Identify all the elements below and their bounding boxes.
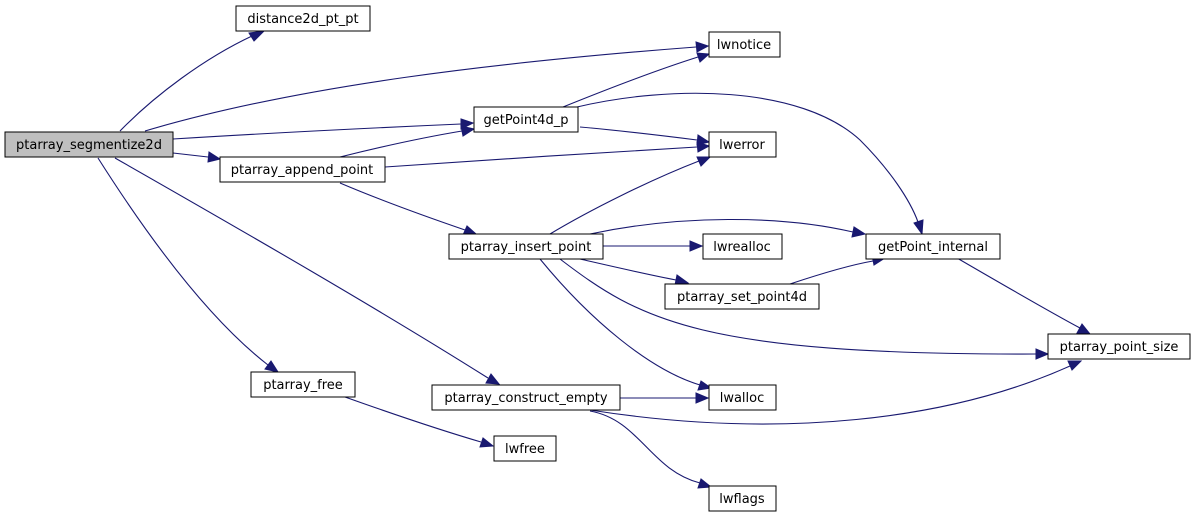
node-label: lwfree — [505, 442, 545, 457]
edge-insert-to-lwerror — [549, 156, 712, 235]
edge-segmentize2d-to-getpoint4d — [172, 118, 475, 140]
edge-getpoint4d-to-lwnotice — [562, 52, 711, 108]
edge-getpoint-internal-to-point-size — [956, 257, 1092, 335]
node-ptarray-free[interactable]: ptarray_free — [250, 371, 356, 398]
edge-insert-to-point-size — [559, 258, 1050, 360]
node-label: ptarray_construct_empty — [444, 391, 607, 406]
graph-edges — [97, 30, 1092, 489]
edge-append-to-insert — [339, 182, 478, 236]
node-ptarray-append-point[interactable]: ptarray_append_point — [219, 156, 386, 183]
node-label: ptarray_segmentize2d — [16, 138, 162, 153]
node-label: lwnotice — [717, 38, 771, 53]
edge-getpoint4d-to-lwerror — [579, 126, 711, 146]
edge-segmentize2d-to-free — [97, 157, 280, 373]
edge-append-to-getpoint4d — [339, 125, 476, 158]
node-lwnotice[interactable]: lwnotice — [708, 31, 781, 58]
edge-construct-to-lwflags — [589, 410, 713, 489]
node-getpoint-internal[interactable]: getPoint_internal — [865, 233, 1001, 260]
edge-getpoint4d-to-getpoint-internal — [576, 92, 924, 236]
node-lwerror[interactable]: lwerror — [708, 131, 777, 158]
node-ptarray-segmentize2d[interactable]: ptarray_segmentize2d — [4, 131, 174, 158]
node-getpoint4d-p[interactable]: getPoint4d_p — [473, 106, 579, 133]
edge-construct-to-lwalloc — [620, 392, 710, 404]
node-ptarray-point-size[interactable]: ptarray_point_size — [1047, 333, 1191, 360]
node-label: ptarray_set_point4d — [677, 290, 807, 305]
edge-append-to-lwerror — [384, 141, 711, 168]
node-distance2d-pt-pt[interactable]: distance2d_pt_pt — [235, 5, 371, 32]
graph-nodes: ptarray_segmentize2d distance2d_pt_pt lw… — [4, 5, 1191, 512]
node-lwrealloc[interactable]: lwrealloc — [702, 233, 783, 260]
node-label: lwalloc — [720, 391, 765, 406]
edge-free-to-lwfree — [344, 396, 495, 448]
node-label: getPoint_internal — [878, 240, 988, 255]
node-label: ptarray_free — [263, 378, 343, 393]
edge-insert-to-set-point4d — [579, 258, 690, 286]
node-ptarray-insert-point[interactable]: ptarray_insert_point — [448, 233, 604, 260]
edge-insert-to-lwalloc — [539, 258, 713, 391]
node-label: ptarray_insert_point — [461, 240, 592, 255]
edge-segmentize2d-to-lwnotice — [144, 41, 710, 132]
node-label: ptarray_point_size — [1060, 340, 1179, 355]
node-label: lwrealloc — [713, 240, 771, 255]
node-label: ptarray_append_point — [231, 163, 374, 178]
edge-construct-to-point-size — [589, 360, 1083, 425]
node-label: distance2d_pt_pt — [247, 12, 358, 27]
node-ptarray-set-point4d[interactable]: ptarray_set_point4d — [664, 283, 820, 310]
node-label: getPoint4d_p — [484, 113, 569, 128]
node-lwflags[interactable]: lwflags — [708, 485, 777, 512]
node-lwalloc[interactable]: lwalloc — [708, 384, 777, 411]
edge-insert-to-lwrealloc — [603, 240, 704, 252]
edge-insert-to-getpoint-internal — [589, 218, 867, 238]
node-lwfree[interactable]: lwfree — [493, 435, 557, 462]
edge-segmentize2d-to-construct — [114, 157, 501, 385]
node-label: lwerror — [719, 138, 765, 153]
edge-segmentize2d-to-append — [172, 151, 222, 163]
edge-segmentize2d-to-distance2d — [119, 30, 266, 132]
node-label: lwflags — [719, 492, 765, 507]
node-ptarray-construct-empty[interactable]: ptarray_construct_empty — [431, 384, 621, 411]
